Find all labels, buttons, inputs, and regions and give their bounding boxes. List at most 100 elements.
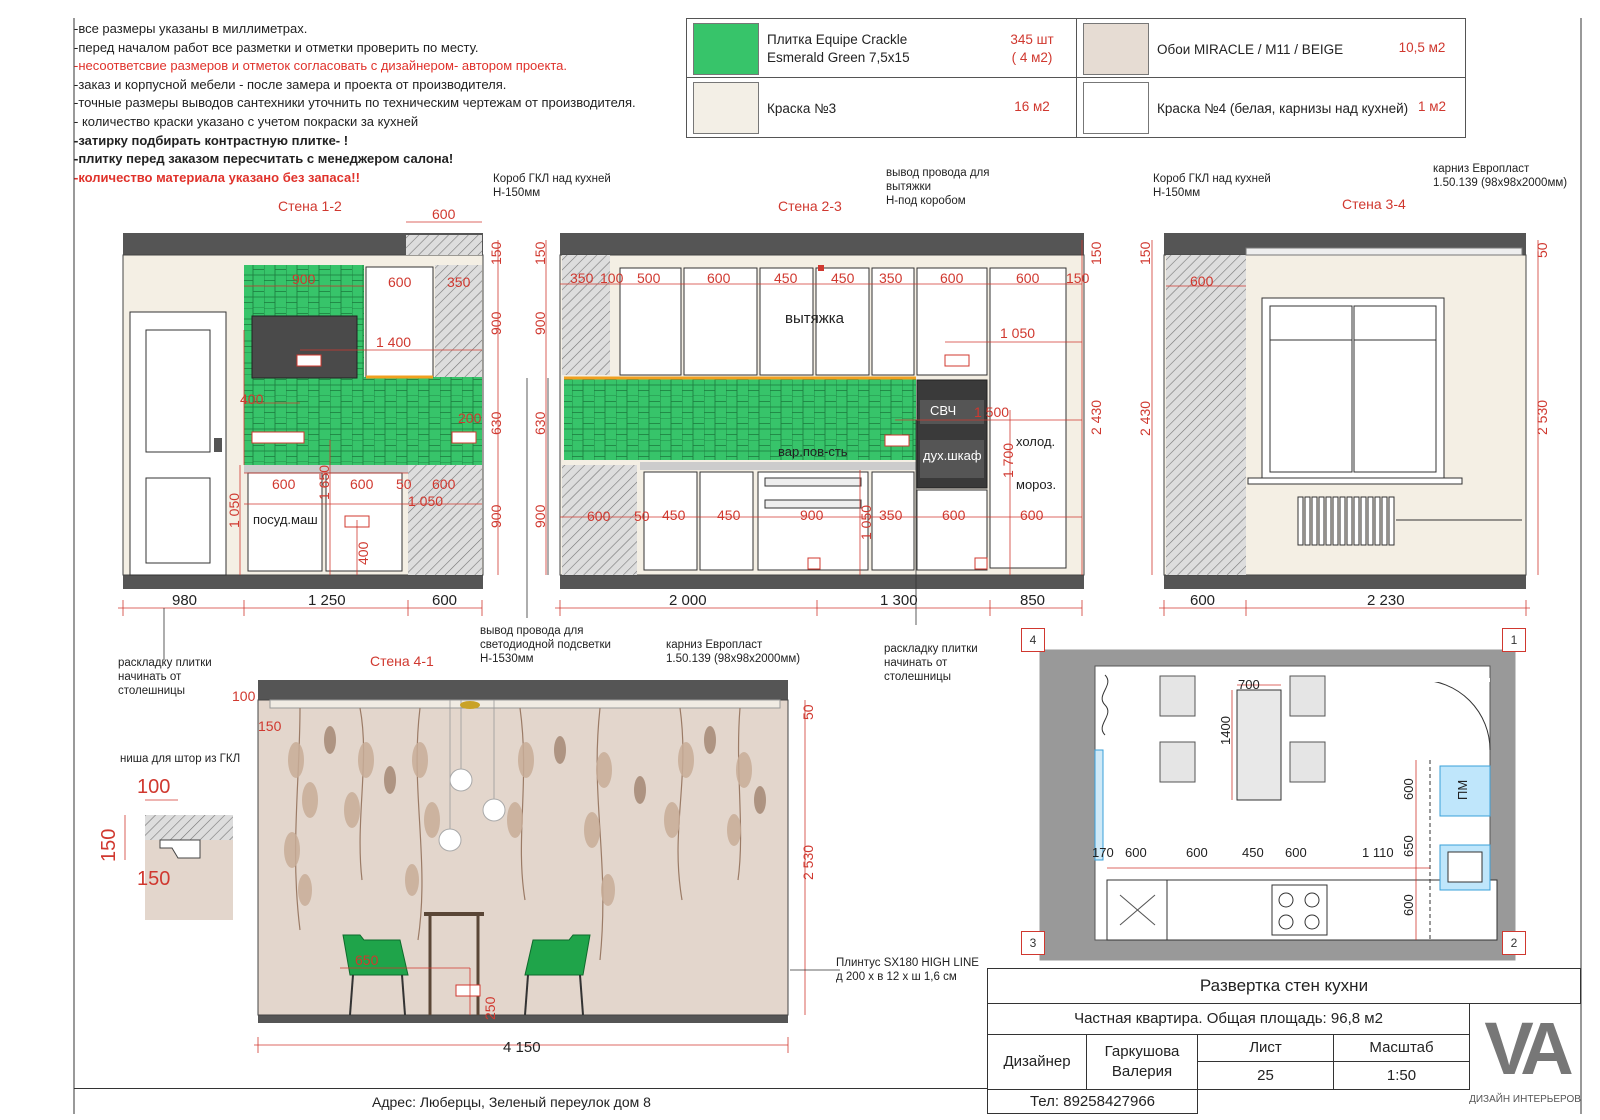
- wall-title-3-4: Стена 3-4: [1342, 196, 1406, 212]
- dim-w41-50: 50: [800, 704, 816, 720]
- note-line: -заказ и корпусной мебели - после замера…: [74, 76, 507, 92]
- dim-w41-4150: 4 150: [503, 1039, 541, 1056]
- address-text: Адрес: Люберцы, Зеленый переулок дом 8: [372, 1094, 651, 1110]
- general-notes: -все размеры указаны в миллиметрах. -пере…: [74, 20, 674, 187]
- material-wallpaper: Обои MIRACLE / M11 / BEIGE 10,5 м2: [1077, 19, 1465, 78]
- dim-w23-150: 150: [532, 241, 548, 265]
- dim-w12-630: 630: [488, 411, 504, 435]
- paint-3-swatch: [693, 82, 759, 134]
- dim-niche-100: 100: [137, 776, 171, 798]
- dim-w23-2000: 2 000: [669, 592, 707, 609]
- logo-mark: VA: [1484, 1006, 1573, 1090]
- dim-w12-200: 200: [458, 410, 482, 426]
- dim-w12-600: 600: [432, 592, 458, 609]
- dim-w23-500: 500: [637, 270, 661, 286]
- note-line: -все размеры указаны в миллиметрах.: [74, 21, 308, 36]
- note-line: -точные размеры выводов сантехники уточн…: [74, 95, 636, 111]
- dim-w23-50: 50: [634, 508, 650, 524]
- dim-w23-450b: 450: [831, 270, 855, 286]
- material-wallpaper-qty: 10,5 м2: [1398, 40, 1446, 55]
- dim-w23-850: 850: [1020, 592, 1046, 609]
- dim-w23-600d: 600: [587, 508, 611, 524]
- material-paint-3-qty: 16 м2: [1014, 99, 1050, 114]
- dim-w23-900c: 900: [800, 507, 824, 523]
- dim-w34-50: 50: [1534, 242, 1550, 258]
- dim-w12-1250: 1 250: [308, 592, 346, 609]
- dim-w12-600d: 600: [432, 476, 456, 492]
- dim-w12-400b: 400: [355, 541, 371, 565]
- material-tile-qty: 345 шт( 4 м2): [1010, 32, 1054, 65]
- dim-w23-350c: 350: [879, 507, 903, 523]
- dim-w12-1650: 1 650: [316, 464, 332, 500]
- appliance-hood: вытяжка: [785, 310, 845, 327]
- dim-w23-1050: 1 050: [1000, 325, 1036, 341]
- paint-4-swatch: [1083, 82, 1149, 134]
- tile-swatch: [693, 23, 759, 75]
- note-line: -количество материала указано без запаса…: [74, 169, 360, 185]
- dim-w23-1300: 1 300: [880, 592, 918, 609]
- appliance-fridge: холод.: [1016, 434, 1056, 449]
- dim-w34-b600: 600: [1190, 592, 1216, 609]
- plan-dim-600b: 600: [1186, 845, 1208, 860]
- dim-w23-600c: 600: [1016, 270, 1040, 286]
- dim-w12-600a: 600: [388, 274, 412, 290]
- wallpaper-swatch: [1083, 23, 1149, 75]
- material-paint-4-qty: 1 м2: [1417, 99, 1447, 114]
- material-paint-4-name: Краска №4 (белая, карнизы над кухней): [1157, 101, 1409, 116]
- plan-dim-1110: 1 110: [1362, 845, 1394, 860]
- appliance-cooktop: вар.пов-сть: [778, 444, 848, 459]
- dim-w12-600b: 600: [272, 476, 296, 492]
- dim-w41-650: 650: [355, 952, 379, 968]
- plan-dim-600v: 600: [1401, 778, 1416, 800]
- dim-w34-600: 600: [1190, 273, 1214, 289]
- plan-corner-1: 1: [1502, 628, 1526, 652]
- niche-detail: [124, 799, 233, 920]
- note-line: -плитку перед заказом пересчитать с мене…: [74, 151, 454, 167]
- dim-w23-450d: 450: [717, 507, 741, 523]
- plan-dim-170: 170: [1092, 845, 1114, 860]
- dim-w23-1700: 1 700: [1000, 442, 1016, 478]
- title-block-sheet-value: 25: [1197, 1061, 1334, 1090]
- dim-w23-1050b: 1 050: [858, 504, 874, 540]
- elevation-wall-4-1: [254, 680, 840, 1053]
- dim-w23-450c: 450: [662, 507, 686, 523]
- dim-w12-1050b: 1 050: [408, 493, 444, 509]
- plan-corner-3: 3: [1021, 931, 1045, 955]
- dim-w12-900c: 900: [488, 504, 504, 528]
- plan-dim-600a: 600: [1125, 845, 1147, 860]
- elevation-wall-1-2: [118, 221, 499, 660]
- logo-caption: ДИЗАЙН ИНТЕРЬЕРОВ: [1469, 1093, 1581, 1105]
- address-bar: Адрес: Люберцы, Зеленый переулок дом 8: [74, 1088, 987, 1115]
- appliance-microwave: СВЧ: [930, 403, 957, 418]
- wall-title-1-2: Стена 1-2: [278, 198, 342, 214]
- appliance-dishwasher: посуд.маш: [253, 512, 318, 527]
- floor-plan: [1039, 649, 1516, 961]
- dim-w34-2430: 2 430: [1137, 400, 1153, 436]
- note-line: -несоответсвие размеров и отметок соглас…: [74, 58, 567, 74]
- title-block-scale-value: 1:50: [1333, 1061, 1470, 1090]
- material-paint-3: Краска №3 16 м2: [687, 78, 1076, 136]
- title-block-sheet-label: Лист: [1197, 1034, 1334, 1062]
- dim-w23-600b: 600: [940, 270, 964, 286]
- dim-w12-150: 150: [488, 241, 504, 265]
- plan-dim-1400: 1400: [1218, 716, 1233, 745]
- dim-w12-350: 350: [447, 274, 471, 290]
- material-paint-3-name: Краска №3: [767, 101, 837, 116]
- dim-w23-100: 100: [600, 270, 624, 286]
- dim-w23-150c: 150: [1088, 241, 1104, 265]
- dim-w23-900b: 900: [532, 504, 548, 528]
- dim-w41-250: 250: [482, 996, 498, 1020]
- title-block-subtitle: Частная квартира. Общая площадь: 96,8 м2: [987, 1003, 1470, 1035]
- plan-dim-600v2: 600: [1401, 894, 1416, 916]
- note-line: -перед началом работ все разметки и отме…: [74, 39, 479, 55]
- label-niche: ниша для штор из ГКЛ: [120, 753, 241, 765]
